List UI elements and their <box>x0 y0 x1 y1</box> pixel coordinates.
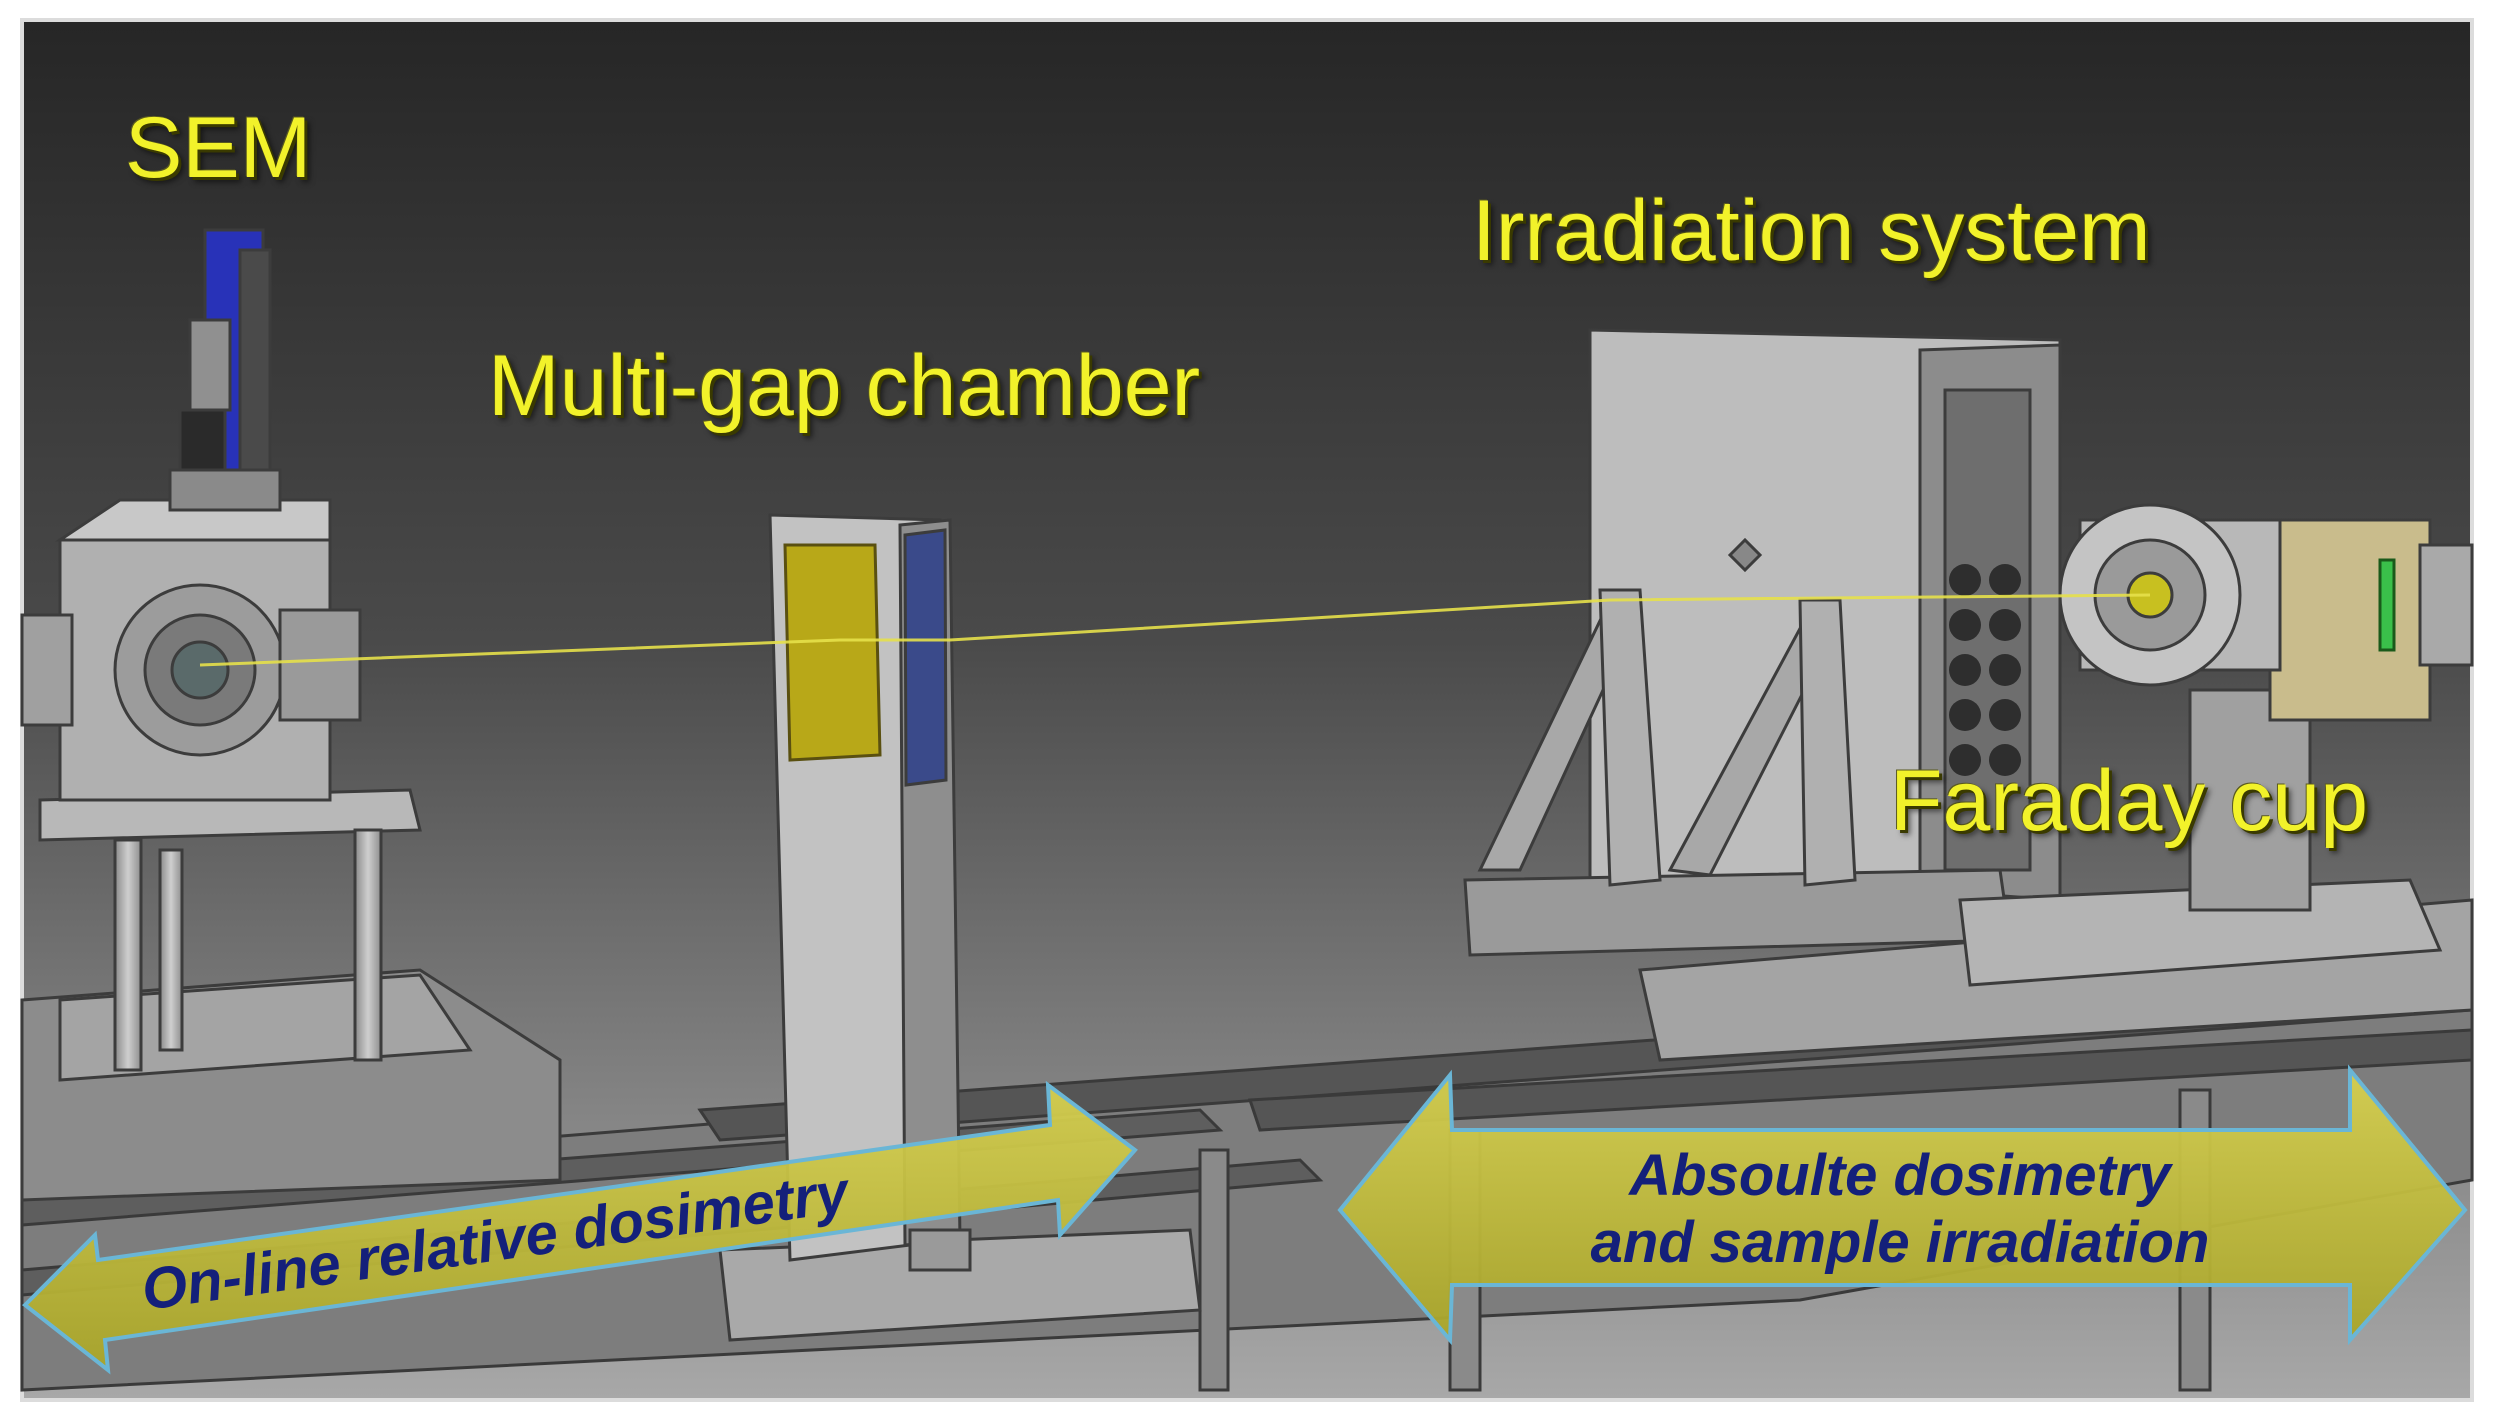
arrow-right-label-line1: Absoulte dosimetry <box>1627 1143 2173 1208</box>
arrow-right-label-line2: and sample irradiation <box>1591 1210 2210 1275</box>
multigap-chamber-label: Multi-gap chamber <box>488 338 1201 434</box>
irradiation-system-label: Irradiation system <box>1472 183 2151 279</box>
multigap-chamber <box>718 513 1202 1342</box>
sem-assembly <box>20 228 562 1202</box>
irradiation-system <box>1463 328 2062 957</box>
beam-line <box>199 593 2151 667</box>
arrow-absolute-dosimetry: Absoulte dosimetry and sample irradiatio… <box>1337 1064 2468 1346</box>
faraday-cup-label: Faraday cup <box>1890 753 2369 849</box>
sem-label: SEM <box>125 100 312 196</box>
